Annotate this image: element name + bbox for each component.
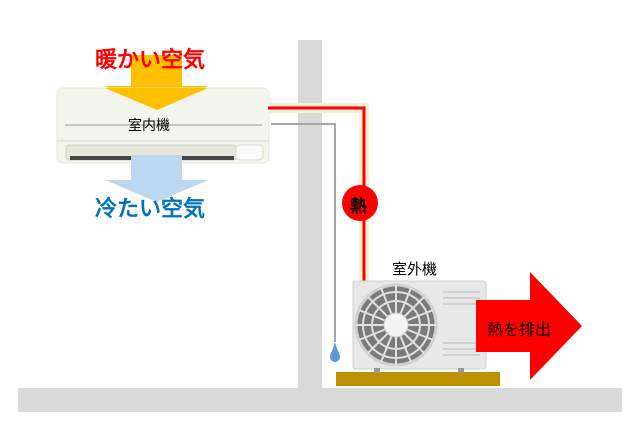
heat-badge [342, 185, 378, 221]
wall [298, 40, 322, 390]
indoor-unit [56, 87, 270, 164]
heat-exhaust-label: 熱を排出 [487, 320, 552, 339]
warm-air-label: 暖かい空気 [95, 48, 206, 73]
heat-label: 熱 [350, 197, 367, 217]
cool-air-label: 冷たい空気 [95, 197, 206, 222]
indoor-unit-label: 室内機 [128, 118, 170, 134]
floor [18, 388, 622, 412]
heat-exhaust-arrow [476, 272, 582, 380]
water-drop-icon [330, 342, 340, 362]
outdoor-unit-label: 室外機 [392, 260, 438, 278]
heat-pipe [268, 106, 366, 282]
drain-hose [271, 123, 336, 342]
outdoor-base [336, 372, 500, 386]
cool-air-arrow [105, 155, 208, 202]
outdoor-unit [352, 280, 487, 373]
